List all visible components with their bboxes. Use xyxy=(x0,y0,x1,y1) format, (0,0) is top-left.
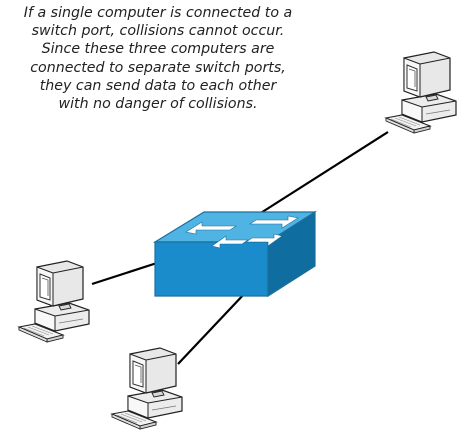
caption-line: If a single computer is connected to a xyxy=(23,5,293,21)
caption-line: with no danger of collisions. xyxy=(58,96,258,113)
caption-line: connected to separate switch ports, xyxy=(30,59,286,76)
cable-bottom xyxy=(177,291,247,365)
cable-left xyxy=(91,260,161,286)
caption-line: Since these three computers are xyxy=(41,41,275,58)
cable-top-right xyxy=(255,131,389,217)
caption-text: If a single computer is connected to a s… xyxy=(0,4,316,113)
caption-line: switch port, collisions cannot occur. xyxy=(31,23,285,40)
computer-icon xyxy=(385,51,457,134)
switch-icon xyxy=(152,210,318,298)
computer-icon xyxy=(111,347,183,430)
caption-line: they can send data to each other xyxy=(39,77,277,94)
computer-icon xyxy=(18,260,90,343)
